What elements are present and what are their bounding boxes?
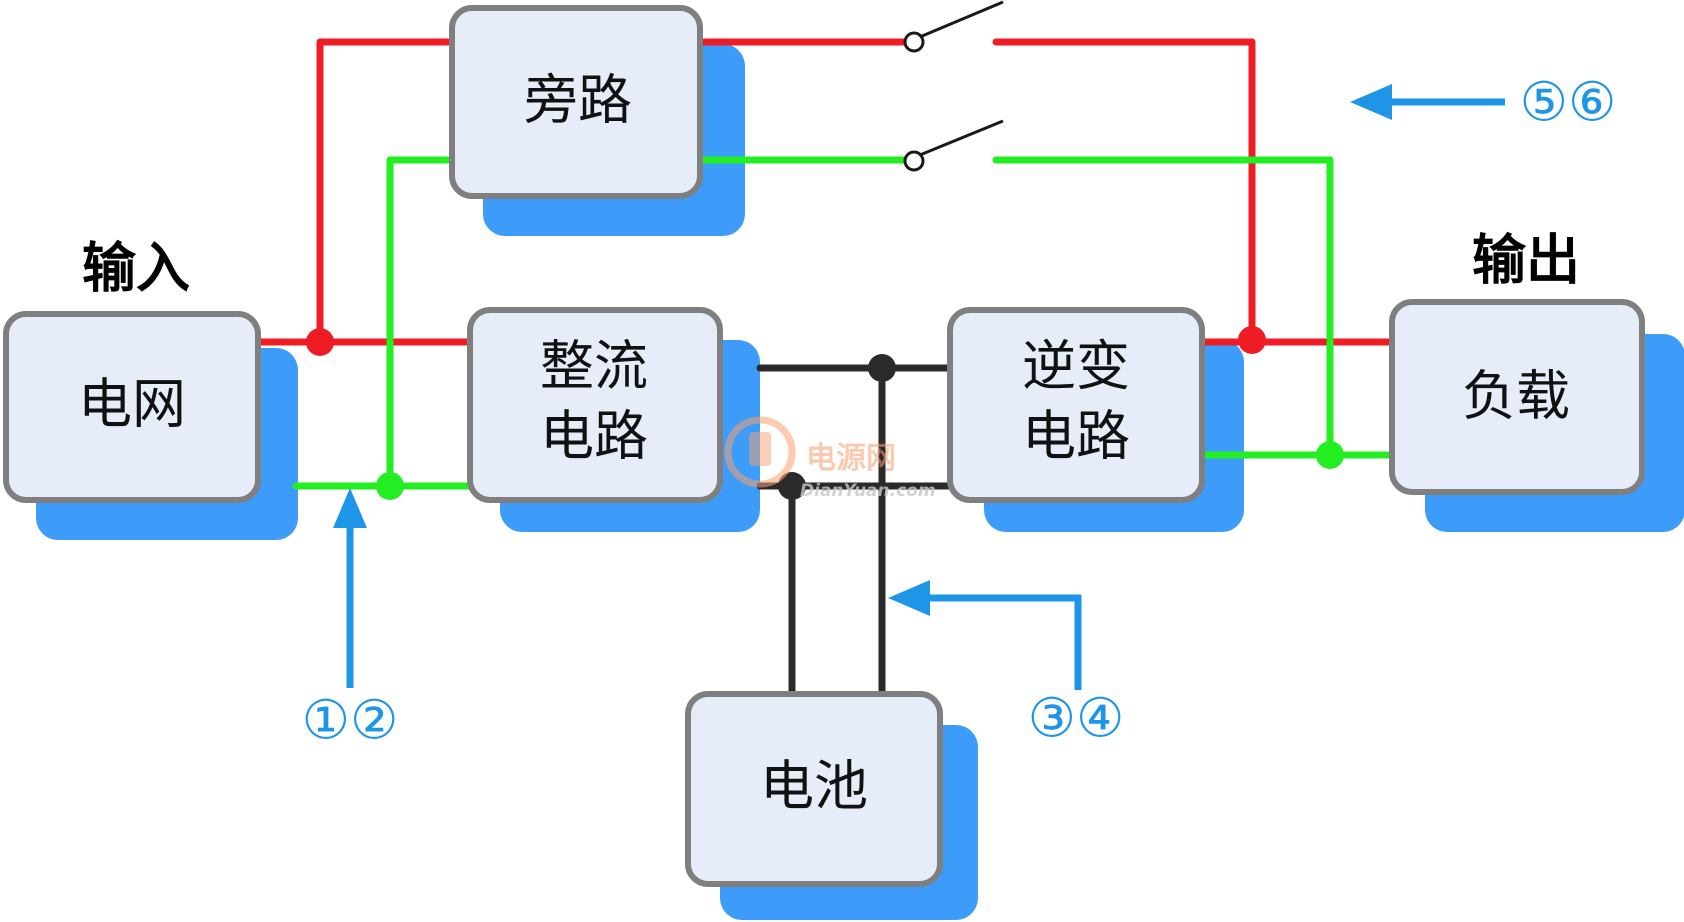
watermark-plug-icon: [749, 432, 771, 466]
bypass-switch-neutral-blade: [914, 119, 1004, 159]
neutral-wire-switch-to-output: [992, 156, 1334, 459]
step-label-1-2: ①②: [302, 689, 399, 752]
phase-wire-switch-to-output: [992, 38, 1256, 346]
rectifier-block: [467, 307, 723, 503]
phase-wire-bypass-tap: [316, 38, 456, 346]
junction-output-phase: [1238, 326, 1266, 354]
watermark-logo-icon: [724, 416, 796, 488]
flow-arrow-steps-1-2-head: [333, 488, 367, 528]
inverter-block: [947, 307, 1205, 503]
watermark-domain: DianYuan.com: [800, 481, 936, 501]
watermark-name: 电源网: [806, 441, 896, 476]
step-label-5-6: ⑤⑥: [1520, 71, 1617, 134]
grid-block: [3, 311, 261, 503]
output-label: 输出: [1472, 229, 1580, 292]
bypass-block: [449, 5, 703, 199]
flow-arrow-steps-3-4-shaft: [930, 594, 1082, 690]
watermark: 电源网 DianYuan.com: [724, 416, 936, 501]
bypass-switch-phase-blade: [914, 0, 1004, 41]
neutral-wire-bypass-tap: [386, 156, 456, 490]
step-label-3-4: ③④: [1028, 687, 1125, 750]
bypass-switch-phase-pivot: [903, 31, 925, 53]
battery-block-label: 电池: [760, 755, 868, 818]
wiring: [254, 38, 1396, 698]
blocks: [3, 5, 1645, 887]
block-labels: 电网 旁路 整流 电路 逆变 电路 负载 电池: [78, 69, 1570, 818]
bypass-switches: [903, 0, 1004, 172]
junction-input-neutral: [376, 472, 404, 500]
junction-nodes: [306, 326, 1344, 500]
bypass-switch-neutral-pivot: [903, 150, 925, 172]
flow-arrow-steps-3-4-head: [888, 580, 930, 616]
load-block-label: 负载: [1462, 365, 1570, 428]
inverter-block-label-line1: 逆变: [1022, 335, 1130, 398]
junction-dc-negative: [778, 472, 806, 500]
junction-input-phase: [306, 328, 334, 356]
rectifier-block-label-line1: 整流: [540, 335, 648, 398]
grid-block-label: 电网: [78, 373, 186, 436]
junction-output-neutral: [1316, 441, 1344, 469]
junction-dc-positive: [868, 354, 896, 382]
inverter-block-label-line2: 电路: [1022, 405, 1130, 468]
flow-arrow-steps-5-6-head: [1350, 84, 1392, 120]
battery-block: [685, 691, 943, 887]
load-block: [1389, 299, 1645, 495]
input-label: 输入: [82, 237, 190, 300]
bypass-block-label: 旁路: [524, 69, 632, 132]
rectifier-block-label-line2: 电路: [540, 405, 648, 468]
flow-arrows: [333, 84, 1505, 690]
